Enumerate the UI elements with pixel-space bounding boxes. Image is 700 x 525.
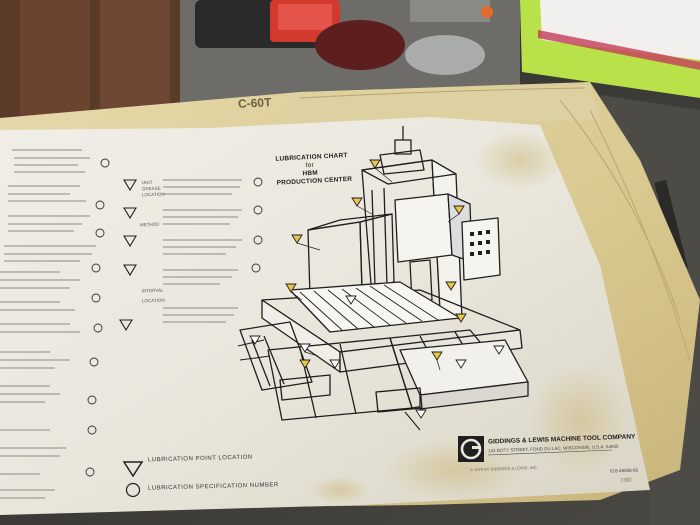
col-label-location: LOCATION [141,191,165,198]
chart-title: LUBRICATION CHART for HBM PRODUCTION CEN… [275,152,352,188]
col-label-interval: INTERVAL [141,287,164,294]
back-sheet-title: C-60T [237,95,272,111]
handwritten-note: 7/80 [619,477,632,485]
part-number: 618-48088-65 [609,467,639,474]
col-label-unit: UNIT [141,179,153,186]
col-label-location-2: LOCATION [141,297,165,304]
col-label-method: METHOD [139,221,160,228]
